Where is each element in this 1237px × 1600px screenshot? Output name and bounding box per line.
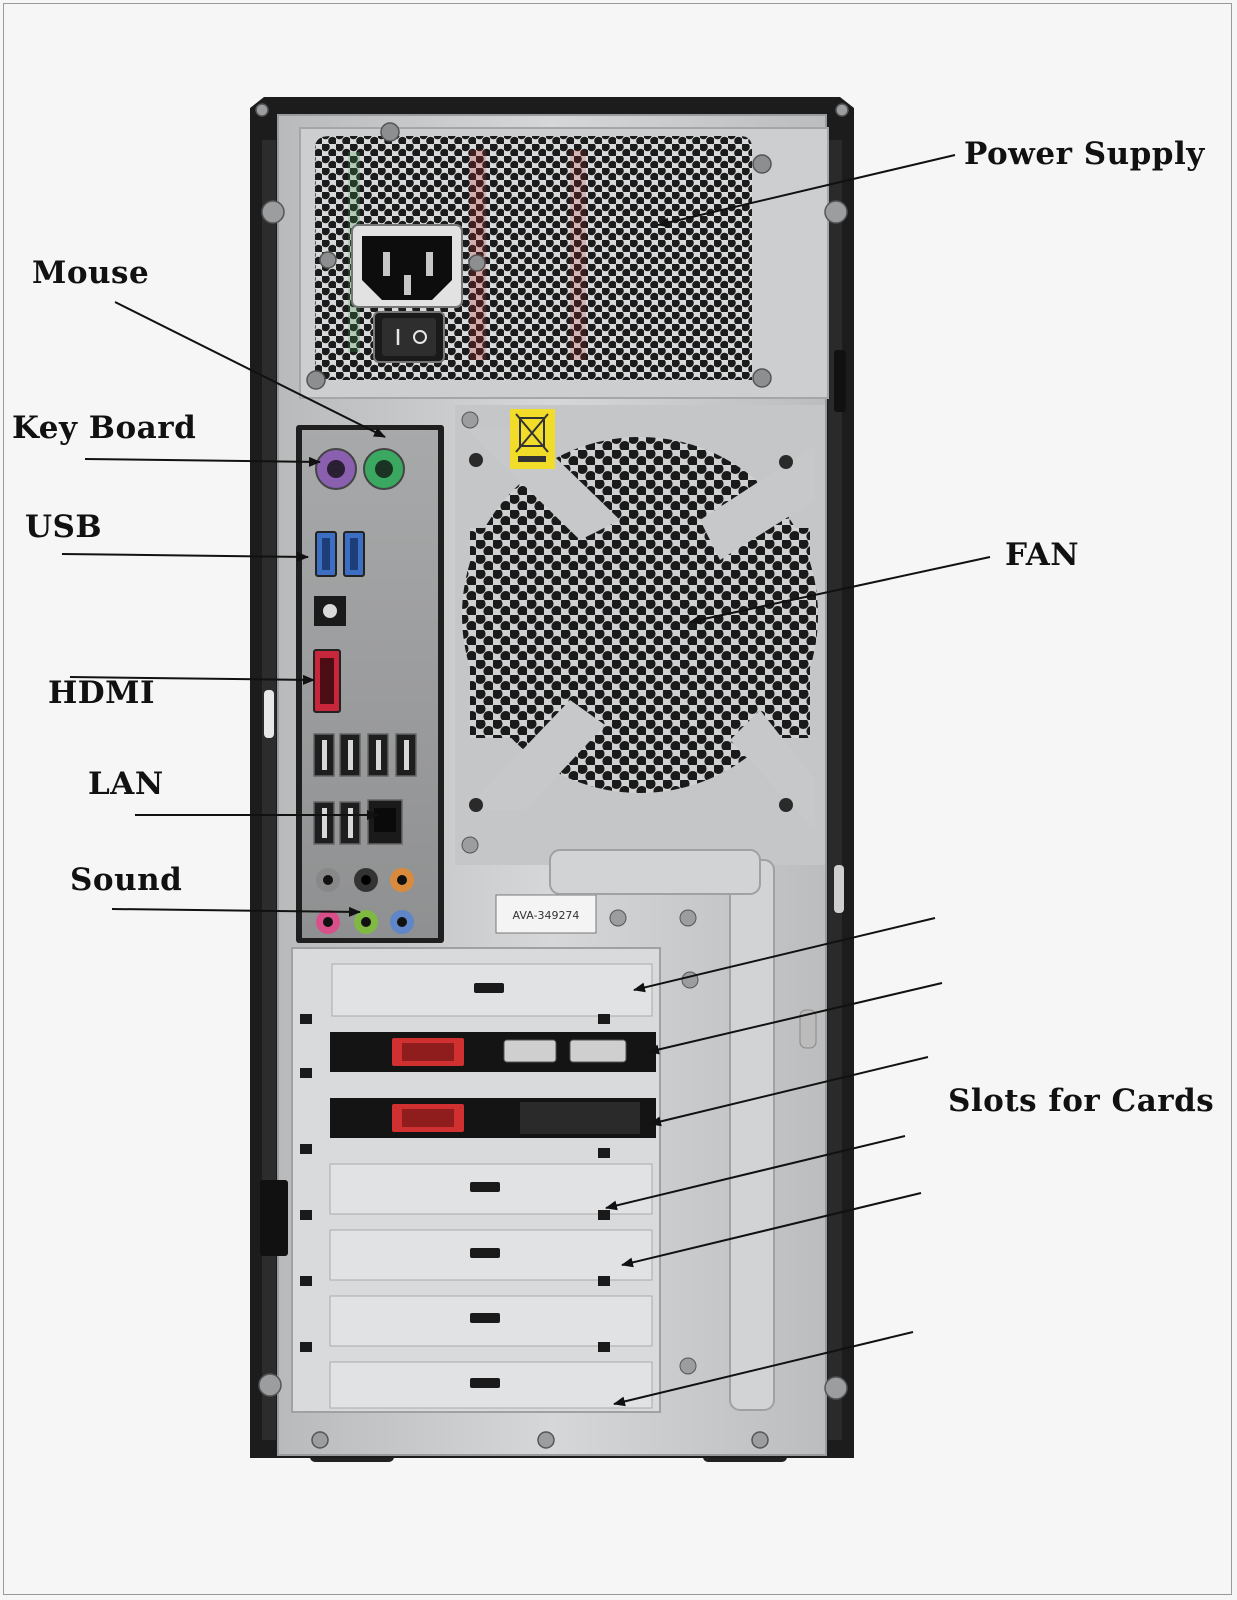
expansion-slot-cover [329,1357,697,1409]
graphics-card-bracket [300,1032,656,1078]
sound-label: Sound [70,862,183,898]
slot-pointer [633,917,936,993]
case-latch [264,690,274,738]
optical-audio-port [314,596,346,626]
mouse-label: Mouse [32,255,150,291]
lan-label: LAN [88,766,164,802]
expansion-slot-cover [300,1163,653,1220]
mouse-pointer [114,301,386,438]
sound-pointer [111,906,361,917]
slot-pointer [647,982,943,1055]
slot-pointer [649,1056,929,1127]
slot-pointer [605,1135,906,1211]
fan-pointer [689,556,991,625]
audio-jacks [316,868,414,934]
expansion-slot-cover [300,1229,653,1286]
hdmi-pointer [69,674,315,685]
usb2-port-tongues [322,740,409,838]
power-supply [299,122,829,399]
power-switch [373,311,445,363]
case-fan-grille [455,405,825,865]
hdmi-label: HDMI [48,675,155,711]
hdmi-port [313,649,341,713]
case-latch [834,350,846,412]
slot-latch [799,1009,817,1049]
slot-pointer [613,1331,914,1407]
case-latch [834,865,844,913]
usb-label: USB [25,509,103,545]
usb-pointer [61,551,309,562]
recycle-bin-sticker [510,409,555,469]
lan-port [367,799,403,845]
power-supply-label: Power Supply [964,136,1205,172]
ps2-mouse-port [363,448,405,490]
slot-pointer [621,1192,922,1268]
ps2-keyboard-port [315,448,357,490]
power-supply-pointer [657,154,956,228]
fan-label: FAN [1005,537,1080,573]
power-inlet [351,224,463,308]
serial-sticker: AVA-349274 [495,894,597,934]
keyboard-label: Key Board [12,410,197,446]
slots-for-cards-label: Slots for Cards [948,1083,1215,1119]
case-latch [260,1180,288,1256]
case-screws [255,103,849,1449]
case-screw [679,909,697,927]
expansion-slot-cover [300,963,699,1024]
usb3-ports [315,531,365,577]
keyboard-pointer [84,456,321,467]
case-screw [609,909,627,927]
expansion-slot-cover [300,1295,653,1352]
serial-sticker-text: AVA-349274 [513,909,580,922]
dvi-card-bracket [300,1098,656,1158]
